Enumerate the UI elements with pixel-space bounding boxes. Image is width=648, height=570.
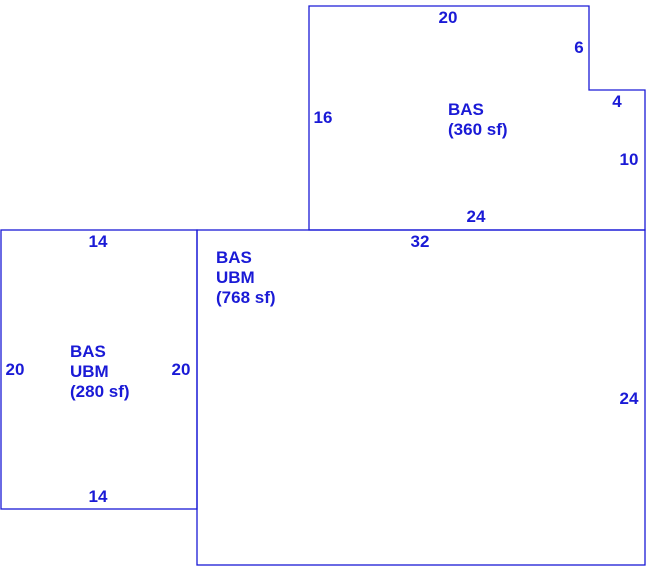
upper-area-size: (360 sf) xyxy=(448,120,508,139)
left-dim-bottom: 14 xyxy=(89,487,108,506)
upper-dim-bottom: 24 xyxy=(467,207,486,226)
main-dim-right: 24 xyxy=(620,389,639,408)
upper-dim-right: 10 xyxy=(620,150,639,169)
left-dim-right: 20 xyxy=(172,360,191,379)
main-area-size: (768 sf) xyxy=(216,288,276,307)
left-dim-top: 14 xyxy=(89,232,108,251)
left-dim-left: 20 xyxy=(6,360,25,379)
left-area-outline xyxy=(0,229,198,510)
upper-dim-notch-horizontal: 4 xyxy=(612,92,622,111)
upper-dim-left: 16 xyxy=(314,108,333,127)
main-area-outline xyxy=(196,229,646,566)
left-area-code: BAS xyxy=(70,342,106,361)
main-dim-top: 32 xyxy=(411,232,430,251)
upper-dim-notch-vertical: 6 xyxy=(574,38,583,57)
upper-area-code: BAS xyxy=(448,100,484,119)
left-area-code2: UBM xyxy=(70,362,109,381)
main-area-code: BAS xyxy=(216,248,252,267)
main-area-code2: UBM xyxy=(216,268,255,287)
left-area-size: (280 sf) xyxy=(70,382,130,401)
upper-dim-top: 20 xyxy=(439,8,458,27)
